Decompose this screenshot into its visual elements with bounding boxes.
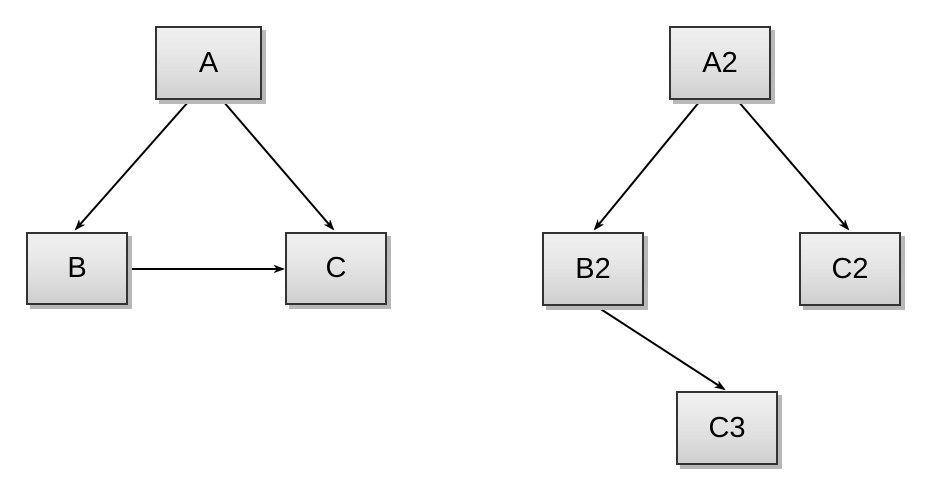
node-c3[interactable]: C3 [676,391,778,465]
edge-a-to-c [222,100,333,229]
node-label-c2: C2 [831,252,869,285]
node-label-c3: C3 [708,411,746,444]
node-c2[interactable]: C2 [799,232,901,306]
node-a2[interactable]: A2 [669,26,771,100]
node-label-a2: A2 [702,46,738,79]
edge-a2-to-c2 [737,100,848,229]
edge-a-to-b [76,100,190,229]
node-label-b: B [67,252,87,284]
node-b2[interactable]: B2 [542,232,644,306]
node-a[interactable]: A [155,26,262,100]
edge-b2-to-c3 [595,305,724,389]
node-c[interactable]: C [285,232,387,305]
node-label-c: C [325,252,347,284]
node-b[interactable]: B [26,232,128,305]
node-label-a: A [198,46,219,79]
edge-a2-to-b2 [595,100,701,229]
node-label-b2: B2 [575,252,611,285]
